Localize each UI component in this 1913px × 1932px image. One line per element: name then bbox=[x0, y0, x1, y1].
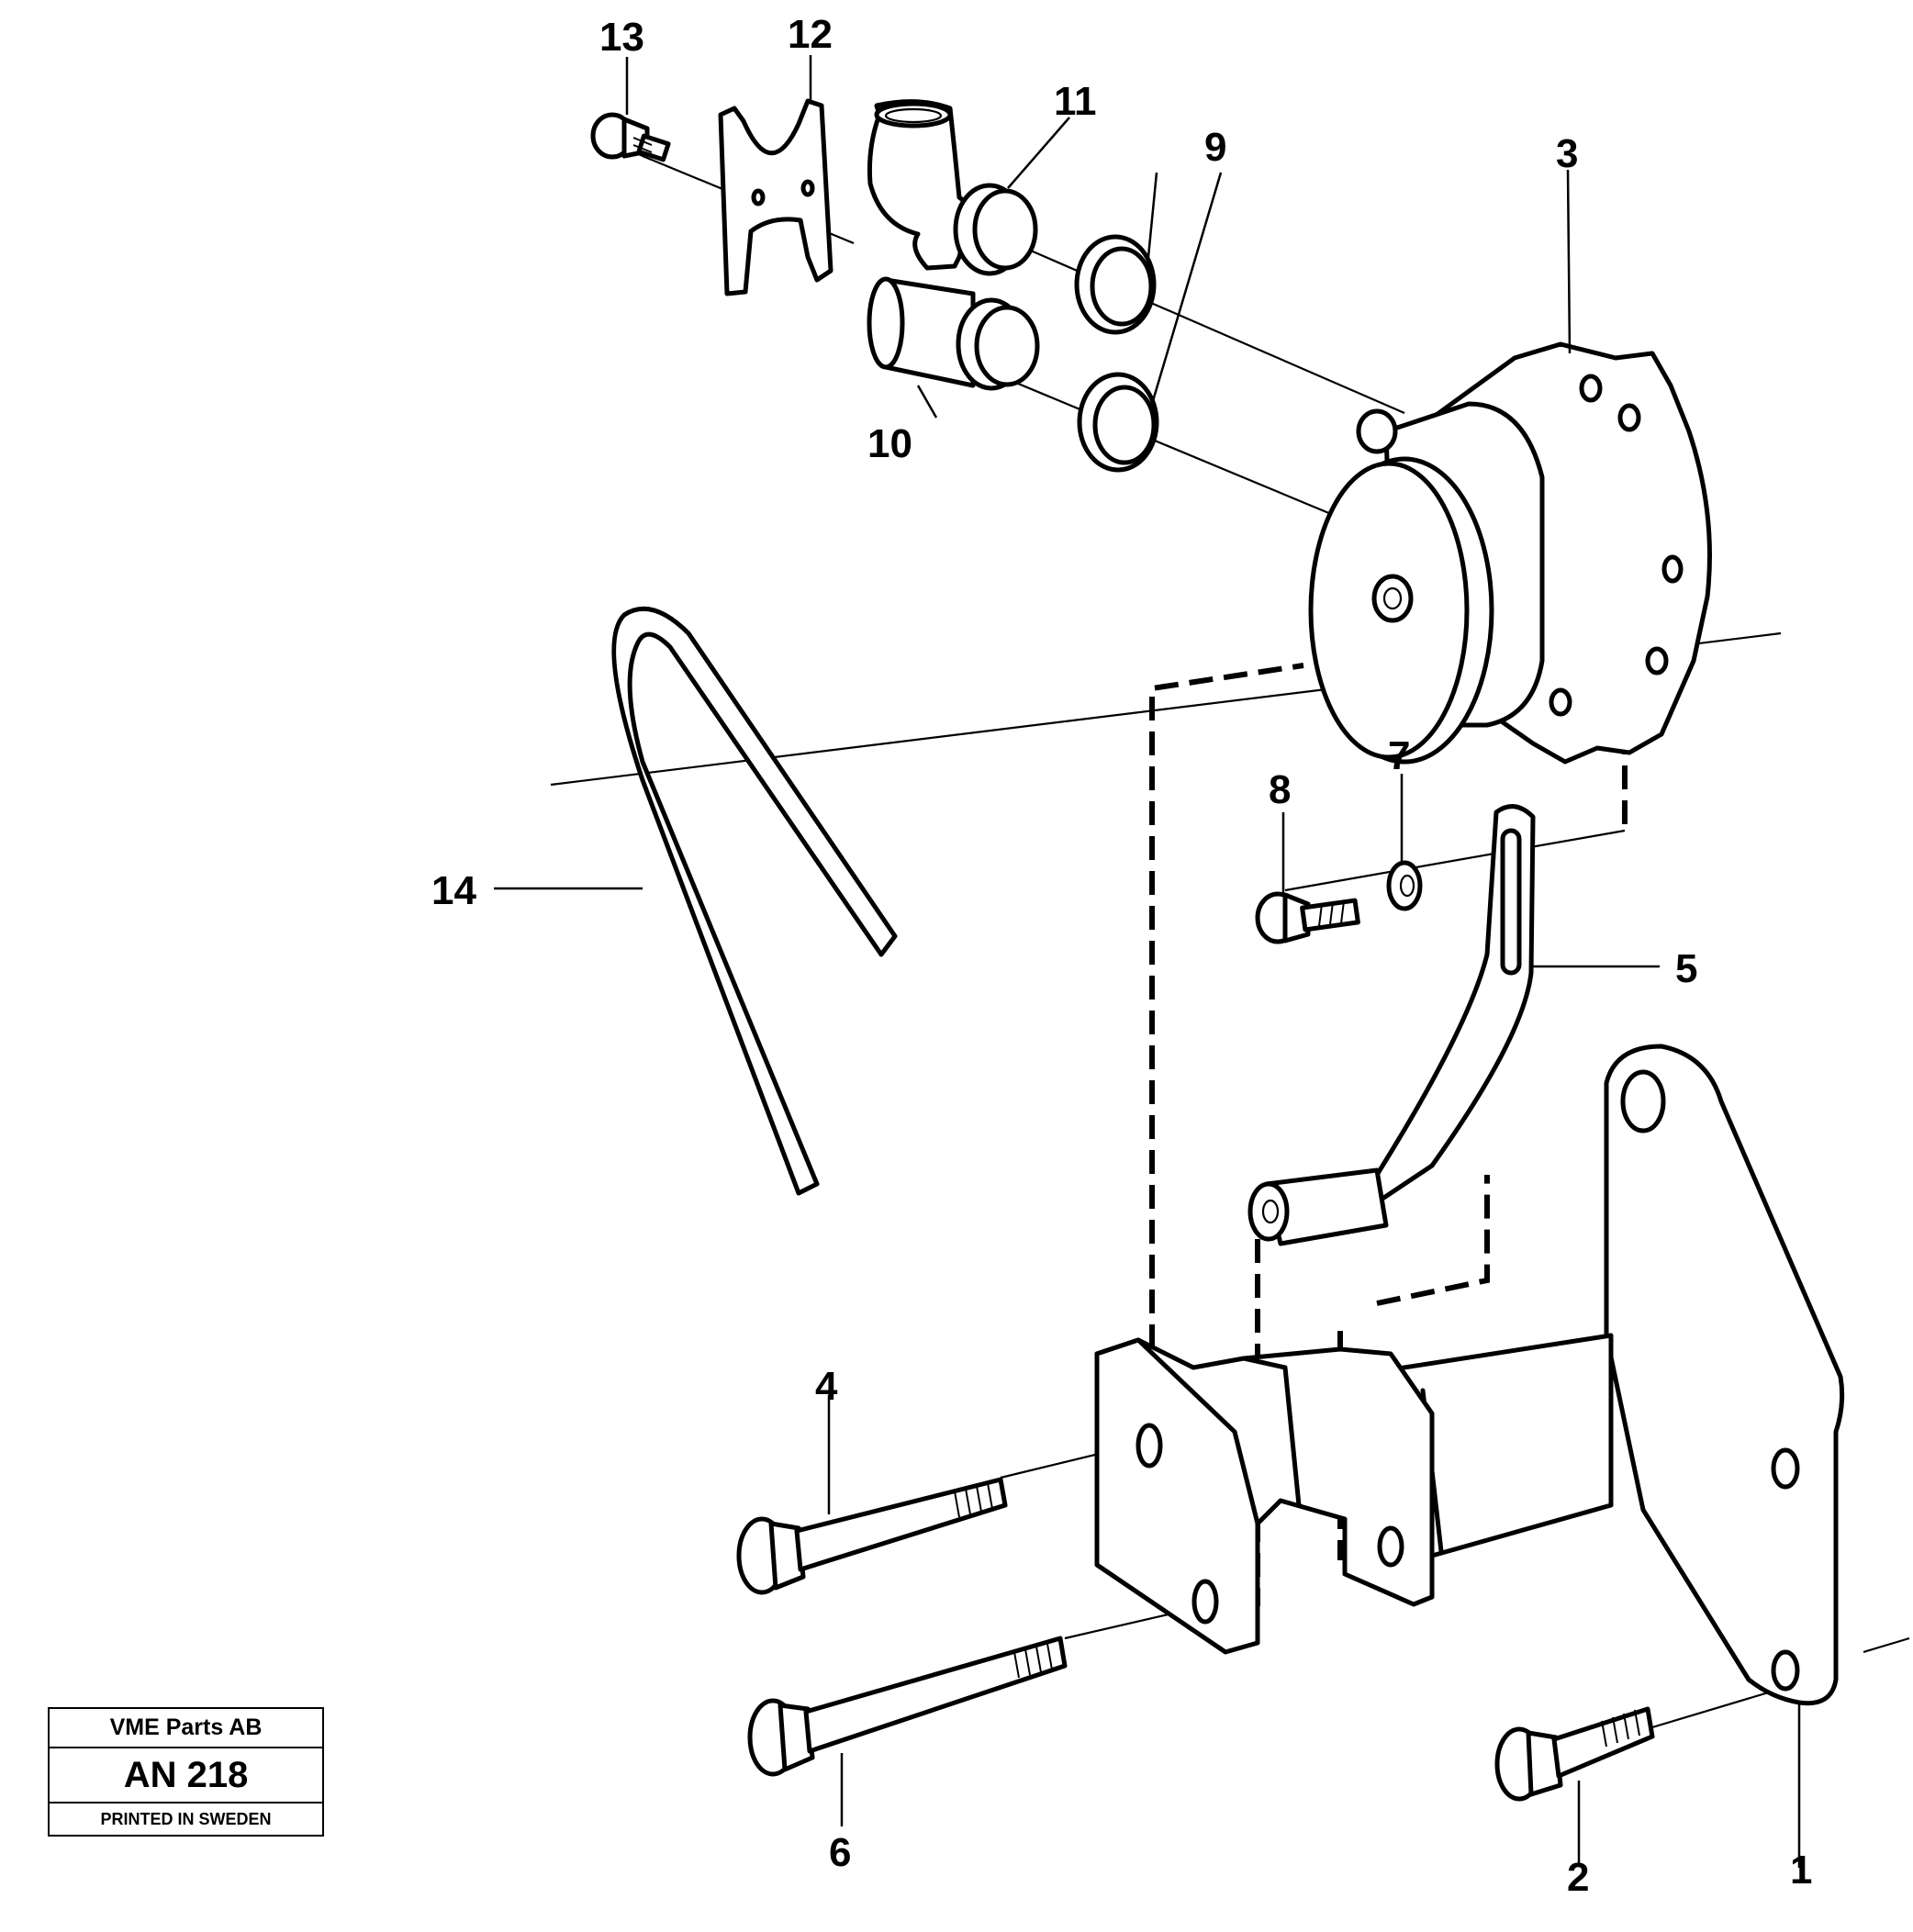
part-11-elbow-pipe bbox=[867, 99, 1038, 276]
callout-7: 7 bbox=[1388, 733, 1410, 778]
leader-lines bbox=[494, 55, 1801, 1868]
part-1-main-bracket bbox=[1094, 1044, 1845, 1706]
callout-1: 1 bbox=[1790, 1848, 1812, 1893]
callout-13: 13 bbox=[599, 15, 644, 60]
part-3-water-pump bbox=[1308, 341, 1712, 765]
callout-10: 10 bbox=[867, 421, 912, 466]
part-14-v-belt bbox=[611, 606, 898, 1196]
part-5-tensioner-arm bbox=[1247, 804, 1536, 1246]
part-12-clamp-plate bbox=[718, 98, 833, 296]
callout-2: 2 bbox=[1567, 1855, 1589, 1900]
title-block: VME Parts AB AN 218 PRINTED IN SWEDEN bbox=[48, 1707, 324, 1837]
callout-11: 11 bbox=[1054, 79, 1097, 124]
callout-5: 5 bbox=[1675, 946, 1697, 991]
printed-note: PRINTED IN SWEDEN bbox=[100, 1810, 272, 1828]
callout-8: 8 bbox=[1269, 767, 1291, 812]
part-10-straight-pipe bbox=[867, 276, 1040, 391]
part-2-short-bolt bbox=[1494, 1706, 1655, 1802]
callout-14: 14 bbox=[431, 868, 476, 913]
drawing-code: AN 218 bbox=[50, 1748, 322, 1804]
callout-4: 4 bbox=[815, 1364, 838, 1409]
callout-3: 3 bbox=[1556, 131, 1578, 176]
part-4-long-bolt bbox=[736, 1477, 1008, 1595]
company-name: VME Parts AB bbox=[50, 1709, 322, 1748]
callout-9: 9 bbox=[1204, 125, 1226, 170]
callout-12: 12 bbox=[788, 12, 833, 57]
part-6-long-bolt bbox=[747, 1636, 1068, 1777]
part-7-washer bbox=[1386, 860, 1423, 911]
callout-numbers: 13 12 11 9 3 10 8 7 5 14 4 6 2 1 bbox=[431, 12, 1812, 1900]
callout-6: 6 bbox=[829, 1830, 851, 1875]
part-9-sealing-rings bbox=[1074, 234, 1159, 473]
part-13-bolt bbox=[590, 112, 671, 162]
part-8-bolt bbox=[1255, 891, 1360, 944]
